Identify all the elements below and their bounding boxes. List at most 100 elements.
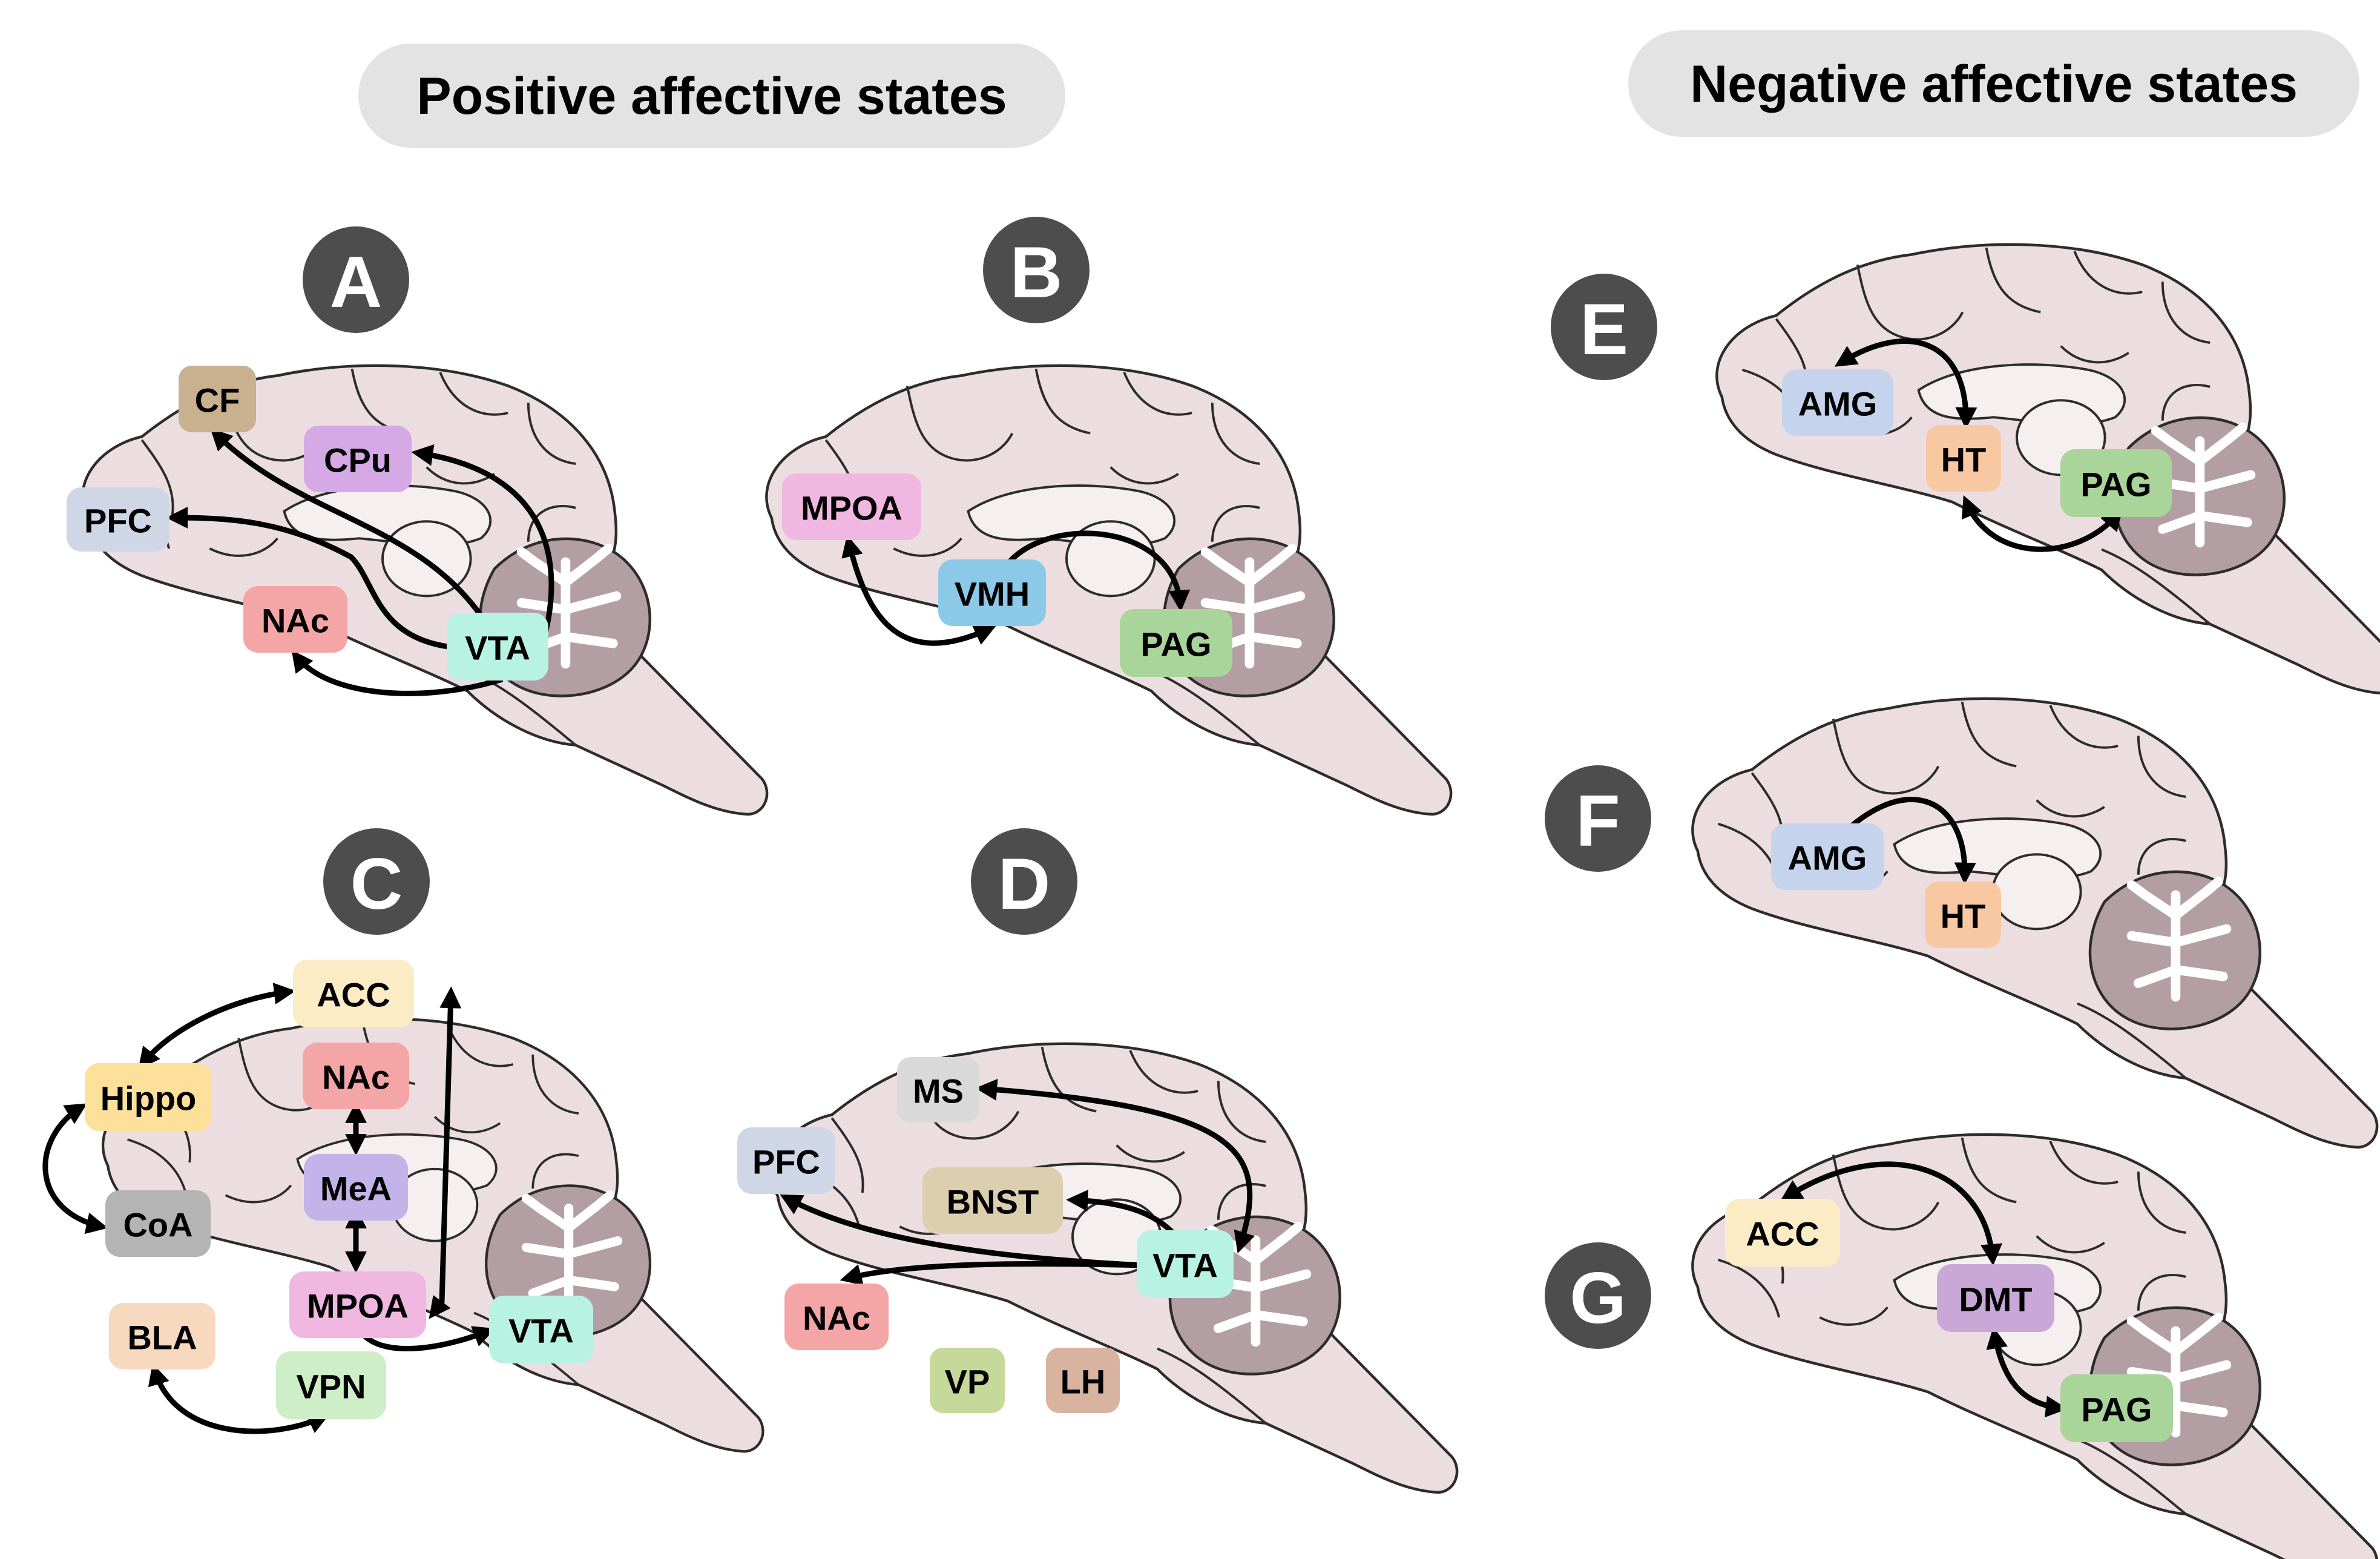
region-vpn-label: VPN <box>296 1368 366 1406</box>
region-ht-label: HT <box>1941 441 1987 479</box>
region-nac-label: NAc <box>322 1058 390 1096</box>
region-lh-label: LH <box>1060 1363 1106 1401</box>
region-bnst-label: BNST <box>947 1183 1039 1221</box>
region-dmt: DMT <box>1937 1264 2054 1332</box>
region-vpn: VPN <box>276 1351 386 1419</box>
panel-b-letter: B <box>1010 232 1063 313</box>
panel-e-nodes: AMG HT PAG <box>1782 369 2172 517</box>
panel-a-badge: A <box>303 226 409 333</box>
region-cf: CF <box>179 366 256 432</box>
region-amg-label: AMG <box>1788 839 1867 877</box>
region-vta-label: VTA <box>508 1312 574 1350</box>
region-cpu: CPu <box>304 426 412 492</box>
arrow-vta-to-cpu <box>411 444 554 637</box>
panel-f-nodes: AMG HT <box>1771 823 2001 948</box>
region-nac: NAc <box>243 586 347 653</box>
region-pag-label: PAG <box>2081 1391 2152 1429</box>
panel-f-brain <box>1692 699 2377 1147</box>
region-amg-label: AMG <box>1798 385 1878 423</box>
arrow-acc-dmt <box>1780 1161 2002 1266</box>
region-pag: PAG <box>2060 449 2172 517</box>
positive-states-heading: Positive affective states <box>358 44 1065 148</box>
arrow-bla-vpn <box>148 1363 330 1434</box>
region-pag: PAG <box>2060 1374 2173 1442</box>
arrow-acc-hippo <box>138 983 296 1070</box>
region-nac-label: NAc <box>261 602 329 640</box>
region-vta-label: VTA <box>465 629 530 667</box>
positive-states-heading-text: Positive affective states <box>416 67 1007 125</box>
panel-a-connections <box>166 428 554 696</box>
arrow-dmt-pag <box>1986 1327 2068 1418</box>
panel-b-connections <box>841 530 1191 646</box>
region-hippo-label: Hippo <box>100 1079 197 1118</box>
panel-d-brain <box>772 1044 1457 1492</box>
region-ms: MS <box>897 1057 979 1122</box>
region-mpoa-label: MPOA <box>801 489 902 527</box>
arrow-vta-to-pfc <box>166 507 449 650</box>
panel-e-brain <box>1717 245 2380 693</box>
region-bnst: BNST <box>922 1167 1063 1234</box>
region-coa-label: CoA <box>123 1206 192 1244</box>
region-acc-label: ACC <box>317 976 390 1014</box>
region-ht-label: HT <box>1941 897 1986 935</box>
arrow-vta-to-cf <box>210 428 493 631</box>
arrow-vta-to-nac <box>291 650 504 696</box>
arrow-vmh-to-pag <box>1000 530 1191 612</box>
region-dmt-label: DMT <box>1959 1280 2032 1319</box>
region-ht: HT <box>1925 882 2001 948</box>
region-mea: MeA <box>304 1154 408 1221</box>
region-acc: ACC <box>1725 1199 1840 1267</box>
region-vp-label: VP <box>945 1363 990 1401</box>
region-mpoa: MPOA <box>782 473 921 540</box>
region-vta: VTA <box>447 613 548 681</box>
panel-g-letter: G <box>1570 1257 1626 1339</box>
arrow-amg-ht <box>1826 797 1976 885</box>
region-cpu-label: CPu <box>324 441 392 480</box>
panel-d-nodes: MS PFC BNST VTA NAc VP LH <box>737 1057 1234 1413</box>
region-nac: NAc <box>784 1284 889 1350</box>
panel-a-letter: A <box>330 242 383 323</box>
region-pfc-label: PFC <box>84 502 152 540</box>
panel-g-brain <box>1692 1135 2377 1559</box>
panel-d-badge: D <box>971 828 1077 935</box>
region-amg: AMG <box>1782 369 1893 436</box>
arrow-amg-ht <box>1834 338 1977 429</box>
panel-a-brain <box>82 366 767 814</box>
panel-c-letter: C <box>350 843 403 925</box>
panel-e-badge: E <box>1551 274 1657 380</box>
region-cf-label: CF <box>195 381 240 420</box>
region-pag-label: PAG <box>1140 625 1211 664</box>
region-pag-label: PAG <box>2080 466 2151 504</box>
region-ms-label: MS <box>913 1072 964 1110</box>
region-bla-label: BLA <box>127 1319 197 1357</box>
region-vta: VTA <box>489 1296 593 1363</box>
panel-c-nodes: ACC Hippo NAc MeA CoA MPOA VTA BLA VPN <box>85 960 593 1419</box>
region-lh: LH <box>1046 1348 1120 1413</box>
panel-b-badge: B <box>983 217 1090 323</box>
panel-d-connections <box>780 1078 1255 1285</box>
panel-e-letter: E <box>1580 289 1628 370</box>
region-pag: PAG <box>1120 609 1232 677</box>
region-amg: AMG <box>1771 823 1884 890</box>
arrow-hippo-coa <box>42 1103 108 1234</box>
region-bla: BLA <box>109 1303 215 1369</box>
arrow-vta-to-nac <box>840 1261 1143 1285</box>
region-hippo: Hippo <box>85 1063 212 1131</box>
panel-g-connections <box>1780 1161 2068 1418</box>
region-vmh-label: VMH <box>955 575 1030 613</box>
panel-d-letter: D <box>998 843 1051 925</box>
region-vmh: VMH <box>938 559 1046 626</box>
panel-g-nodes: ACC DMT PAG <box>1725 1199 2173 1442</box>
arrow-ht-pag <box>1961 495 2123 552</box>
region-pfc-label: PFC <box>752 1143 820 1181</box>
panel-c-badge: C <box>323 828 430 935</box>
region-vp: VP <box>930 1348 1005 1413</box>
region-nac: NAc <box>303 1043 409 1109</box>
panel-f-letter: F <box>1576 780 1620 862</box>
region-coa: CoA <box>105 1190 211 1257</box>
negative-states-heading-text: Negative affective states <box>1690 55 2298 113</box>
region-pfc: PFC <box>67 487 169 552</box>
region-mpoa-label: MPOA <box>307 1287 409 1325</box>
